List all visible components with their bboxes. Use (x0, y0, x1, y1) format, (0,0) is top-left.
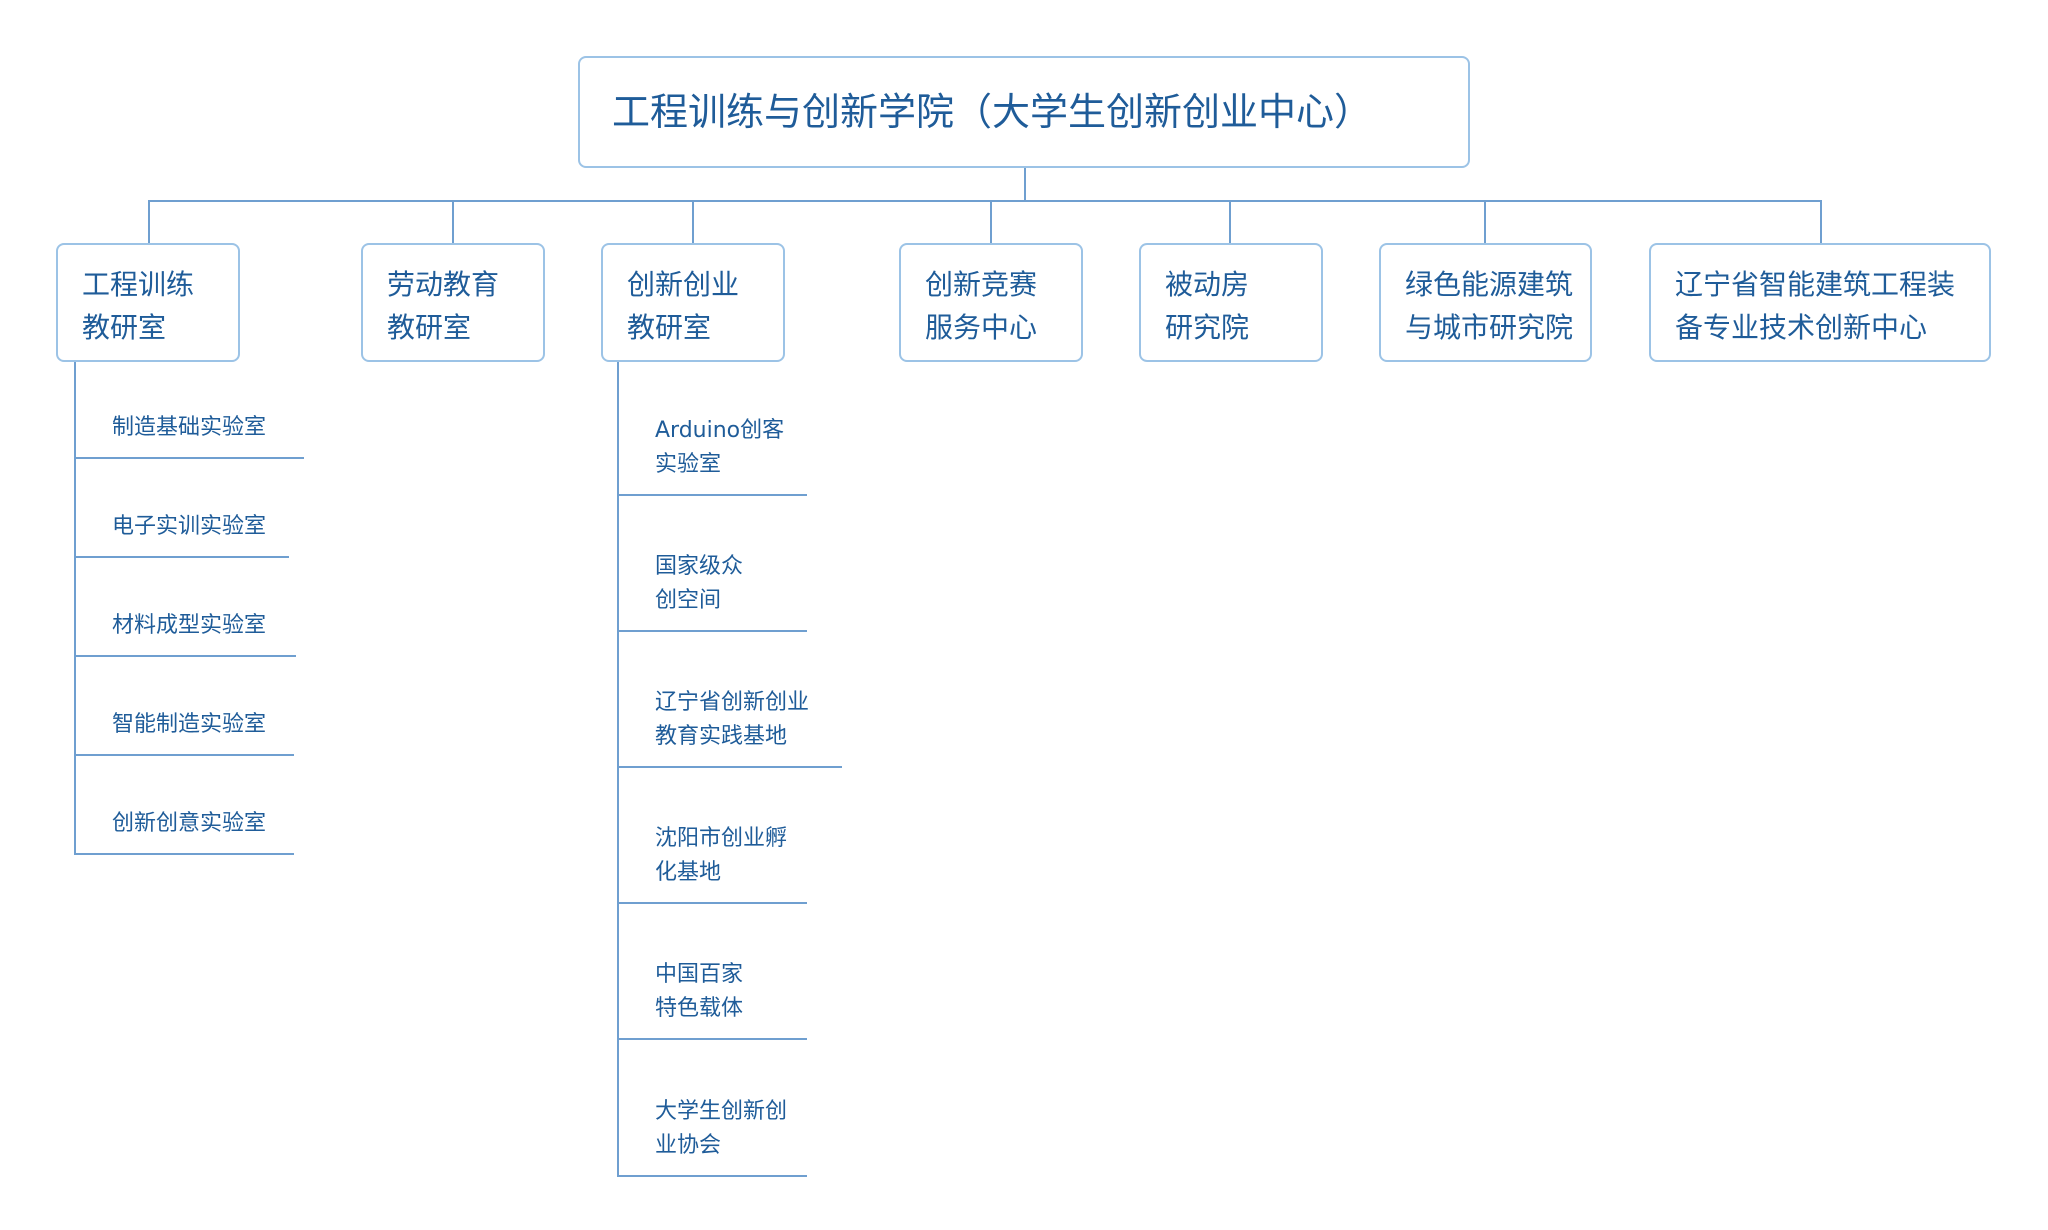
training-lab-label: 制造基础实验室 (112, 415, 267, 440)
innovation-units-spine (617, 362, 619, 1177)
training-lab-label: 材料成型实验室 (112, 613, 267, 638)
innovation-unit-item: 沈阳市创业孵 化基地 (617, 788, 807, 904)
dept-connector (148, 200, 150, 244)
training-lab-item: 智能制造实验室 (74, 677, 294, 756)
training-lab-item: 制造基础实验室 (74, 380, 304, 459)
department-bus (148, 200, 1821, 202)
dept-connector (452, 200, 454, 244)
innovation-unit-item: 大学生创新创 业协会 (617, 1060, 807, 1177)
dept-connector (990, 200, 992, 244)
innovation-unit-label: 中国百家 特色载体 (655, 962, 744, 1021)
department-label: 劳动教育 教研室 (387, 268, 500, 344)
innovation-unit-label: Arduino创客 实验室 (655, 418, 785, 477)
training-lab-item: 电子实训实验室 (74, 479, 289, 558)
dept-connector (692, 200, 694, 244)
department-node-competition-service: 创新竞赛 服务中心 (899, 243, 1083, 362)
training-lab-item: 创新创意实验室 (74, 776, 294, 855)
department-label: 被动房 研究院 (1165, 268, 1250, 344)
innovation-unit-item: 辽宁省创新创业 教育实践基地 (617, 652, 842, 768)
training-labs-spine (74, 362, 76, 855)
department-label: 绿色能源建筑 与城市研究院 (1405, 268, 1574, 344)
root-node: 工程训练与创新学院（大学生创新创业中心） (578, 56, 1470, 168)
training-lab-label: 智能制造实验室 (112, 712, 267, 737)
training-lab-label: 创新创意实验室 (112, 811, 267, 836)
department-node-innovation-entrepreneurship: 创新创业 教研室 (601, 243, 785, 362)
department-node-engineering-training: 工程训练 教研室 (56, 243, 240, 362)
training-lab-label: 电子实训实验室 (112, 514, 267, 539)
innovation-unit-label: 沈阳市创业孵 化基地 (655, 826, 788, 885)
department-node-labor-education: 劳动教育 教研室 (361, 243, 545, 362)
dept-connector (1229, 200, 1231, 244)
innovation-unit-label: 辽宁省创新创业 教育实践基地 (655, 690, 810, 749)
dept-connector (1820, 200, 1822, 244)
innovation-unit-label: 国家级众 创空间 (655, 554, 744, 613)
department-node-passive-house: 被动房 研究院 (1139, 243, 1323, 362)
innovation-unit-label: 大学生创新创 业协会 (655, 1099, 788, 1158)
department-label: 创新竞赛 服务中心 (925, 268, 1038, 344)
root-connector (1024, 168, 1026, 202)
department-node-smart-building-center: 辽宁省智能建筑工程装 备专业技术创新中心 (1649, 243, 1991, 362)
department-label: 创新创业 教研室 (627, 268, 740, 344)
innovation-unit-item: 国家级众 创空间 (617, 516, 807, 632)
department-label: 辽宁省智能建筑工程装 备专业技术创新中心 (1675, 268, 1956, 344)
innovation-unit-item: Arduino创客 实验室 (617, 380, 807, 496)
training-lab-item: 材料成型实验室 (74, 578, 296, 657)
innovation-unit-item: 中国百家 特色载体 (617, 924, 807, 1040)
department-node-green-energy: 绿色能源建筑 与城市研究院 (1379, 243, 1592, 362)
department-label: 工程训练 教研室 (82, 268, 195, 344)
dept-connector (1484, 200, 1486, 244)
root-label: 工程训练与创新学院（大学生创新创业中心） (612, 90, 1373, 134)
